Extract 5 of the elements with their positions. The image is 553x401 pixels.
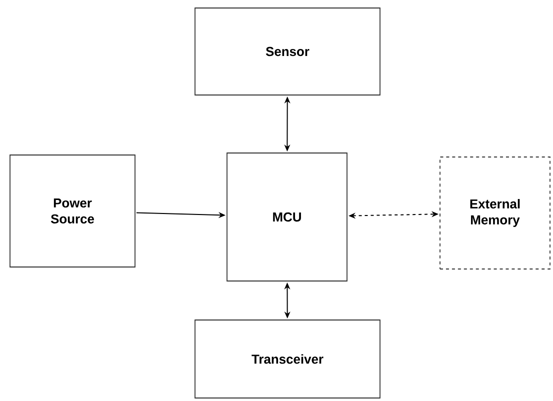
block-box: MCU <box>226 152 348 282</box>
block-box: Sensor <box>194 8 380 96</box>
block-box: Power Source <box>10 154 136 268</box>
block-box: External Memory <box>440 156 550 270</box>
block-box: Transceiver <box>194 320 380 398</box>
